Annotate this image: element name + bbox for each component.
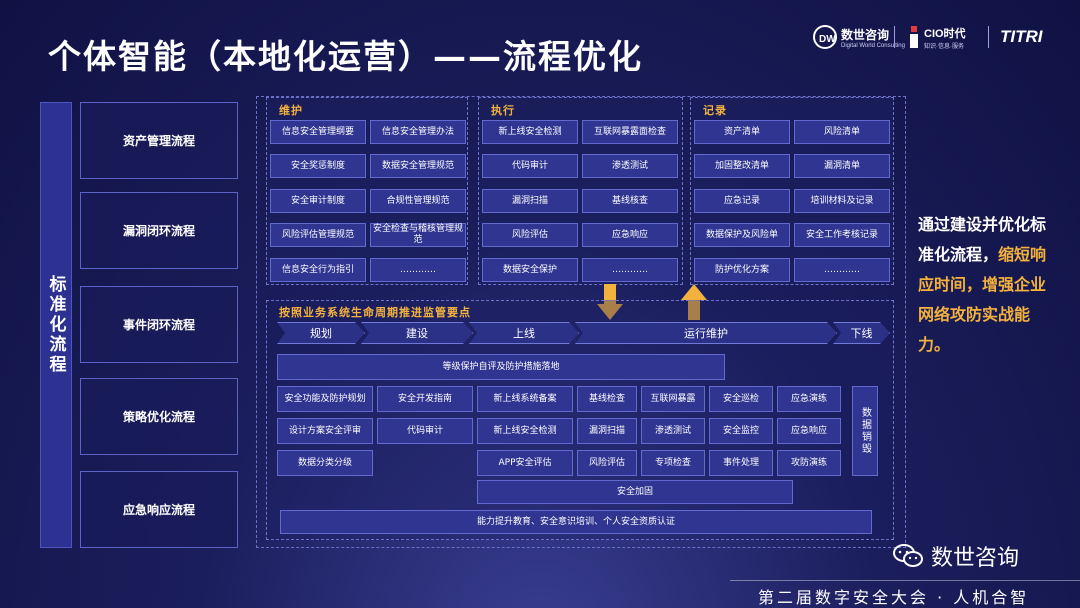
plan-cell: 设计方案安全评审 [277, 418, 373, 444]
ops-cell: 应急演练 [777, 386, 841, 412]
maintain-cell: 安全检查与稽核管理规范 [370, 223, 466, 247]
plan-cell: 安全功能及防护规划 [277, 386, 373, 412]
build-cell: 代码审计 [377, 418, 473, 444]
ops-cell: 安全巡检 [709, 386, 773, 412]
maintain-cell: 信息安全行为指引 [270, 258, 366, 282]
record-cell: 防护优化方案 [694, 258, 790, 282]
online-cell: APP安全评估 [477, 450, 573, 476]
logo-cio: CIO时代知识·信息·服务 [906, 22, 966, 52]
footer-caption: 第二届数字安全大会 · 人机合智 [758, 588, 1030, 607]
panel-maintain-title: 维护 [279, 104, 303, 117]
summary-text-highlight: 缩短响应时间，增强企业网络攻防实战能力。 [918, 245, 1047, 354]
ops-cell: 互联网暴露 [641, 386, 705, 412]
phase-online: 上线 [469, 322, 579, 344]
record-cell: 数据保护及风险单 [694, 223, 790, 247]
svg-text:DW: DW [819, 34, 836, 45]
ops-cell: 漏洞扫描 [577, 418, 637, 444]
ops-cell: 专项检查 [641, 450, 705, 476]
phase-plan: 规划 [277, 322, 365, 344]
process-box-vuln: 漏洞闭环流程 [80, 192, 238, 269]
maintain-cell: ………… [370, 258, 466, 282]
execute-cell: 风险评估 [482, 223, 578, 247]
record-cell: ………… [794, 258, 890, 282]
titri-logo-name: TITRI [1000, 27, 1043, 46]
maintain-cell: 合规性管理规范 [370, 189, 466, 213]
ops-cell: 安全监控 [709, 418, 773, 444]
ops-hardening: 安全加固 [477, 480, 793, 504]
record-cell: 培训材料及记录 [794, 189, 890, 213]
maintain-cell: 数据安全管理规范 [370, 154, 466, 178]
ops-cell: 风险评估 [577, 450, 637, 476]
ops-cell: 事件处理 [709, 450, 773, 476]
record-cell: 风险清单 [794, 120, 890, 144]
panel-record-title: 记录 [703, 104, 727, 117]
maintain-cell: 信息安全管理办法 [370, 120, 466, 144]
wechat-account: 数世咨询 [893, 540, 1019, 572]
logo-divider-2 [988, 26, 989, 48]
ops-cell: 攻防演练 [777, 450, 841, 476]
process-box-emergency: 应急响应流程 [80, 471, 238, 548]
online-cell: 新上线安全检测 [477, 418, 573, 444]
phase-build: 建设 [361, 322, 473, 344]
process-box-asset: 资产管理流程 [80, 102, 238, 179]
cio-logo-sub: 知识·信息·服务 [924, 43, 964, 50]
summary-text: 通过建设并优化标准化流程，缩短响应时间，增强企业网络攻防实战能力。 [918, 210, 1058, 360]
record-cell: 应急记录 [694, 189, 790, 213]
panel-execute-title: 执行 [491, 104, 515, 117]
process-box-policy: 策略优化流程 [80, 378, 238, 455]
execute-cell: 基线核查 [582, 189, 678, 213]
dw-logo-icon: DW [813, 25, 837, 49]
phase-operate: 运行维护 [575, 322, 837, 344]
dw-logo-name: 数世咨询 [841, 27, 890, 42]
ops-cell: 渗透测试 [641, 418, 705, 444]
arrow-up-icon [681, 284, 707, 320]
wechat-icon [893, 544, 923, 567]
dw-logo-sub: Digital World Consulting [841, 42, 905, 49]
logo-divider [894, 26, 895, 48]
lifecycle-row-training: 能力提升教育、安全意识培训、个人安全资质认证 [280, 510, 872, 534]
cio-logo-name: CIO时代 [924, 27, 966, 40]
maintain-cell: 风险评估管理规范 [270, 223, 366, 247]
wechat-name: 数世咨询 [931, 546, 1020, 571]
arrow-down-icon [597, 284, 623, 320]
lifecycle-row-protection: 等级保护自评及防护措施落地 [277, 354, 725, 380]
online-cell: 新上线系统备案 [477, 386, 573, 412]
ops-cell: 基线检查 [577, 386, 637, 412]
execute-cell: ………… [582, 258, 678, 282]
footer-divider [730, 580, 1080, 581]
record-cell: 资产清单 [694, 120, 790, 144]
left-category-label: 标准化流程 [45, 275, 66, 375]
execute-cell: 数据安全保护 [482, 258, 578, 282]
summary-text-main: 通过建设并优化标准化流程， [918, 215, 1047, 264]
maintain-cell: 安全审计制度 [270, 189, 366, 213]
offline-data-destroy: 数据销毁 [852, 386, 878, 476]
phase-offline: 下线 [833, 322, 890, 344]
maintain-cell: 安全奖惩制度 [270, 154, 366, 178]
process-box-event: 事件闭环流程 [80, 286, 238, 363]
logo-titri: TITRI [1000, 22, 1043, 52]
plan-cell: 数据分类分级 [277, 450, 373, 476]
build-cell: 安全开发指南 [377, 386, 473, 412]
main-diagram-frame [256, 96, 906, 548]
record-cell: 加固整改清单 [694, 154, 790, 178]
execute-cell: 应急响应 [582, 223, 678, 247]
left-category-bar: 标准化流程 [40, 102, 72, 548]
execute-cell: 互联网暴露面检查 [582, 120, 678, 144]
maintain-cell: 信息安全管理纲要 [270, 120, 366, 144]
record-cell: 漏洞清单 [794, 154, 890, 178]
page-title: 个体智能（本地化运营）——流程优化 [48, 37, 643, 76]
cio-logo-icon [910, 26, 918, 48]
execute-cell: 新上线安全检测 [482, 120, 578, 144]
ops-cell: 应急响应 [777, 418, 841, 444]
execute-cell: 渗透测试 [582, 154, 678, 178]
execute-cell: 代码审计 [482, 154, 578, 178]
execute-cell: 漏洞扫描 [482, 189, 578, 213]
record-cell: 安全工作考核记录 [794, 223, 890, 247]
lifecycle-title: 按照业务系统生命周期推进监管要点 [279, 306, 471, 319]
